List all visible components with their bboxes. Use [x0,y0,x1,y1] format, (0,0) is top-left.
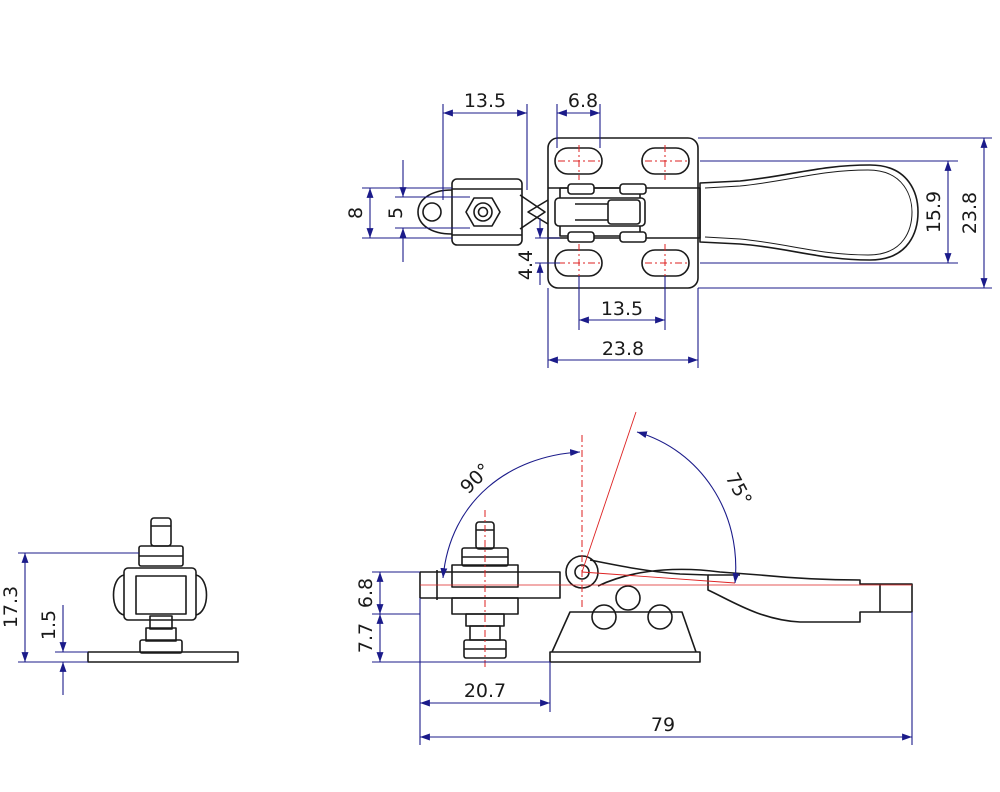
dim-23-8-right: 23.8 [959,192,981,234]
angle-75: 75° [721,469,756,509]
top-view: 13.5 6.8 8 5 4.4 15.9 23.8 [345,90,992,368]
side-view: 90° 75° 6.8 7.7 20.7 79 [355,411,913,745]
dim-17-3: 17.3 [0,586,22,628]
dim-15-9: 15.9 [923,191,945,233]
dim-20-7: 20.7 [464,680,506,702]
base-plate [547,137,699,289]
dim-13-5-top: 13.5 [464,90,506,112]
pivot-pins [554,183,647,243]
handle [699,164,919,261]
spindle-holder [451,178,523,246]
end-view: 17.3 1.5 [0,517,239,695]
dim-23-8-bottom: 23.8 [602,338,644,360]
dim-1-5: 1.5 [38,610,60,640]
dim-13-5-bottom: 13.5 [601,298,643,320]
end-base-plate [87,651,239,663]
side-base-plate [549,651,701,663]
angle-90: 90° [456,459,495,498]
dim-79: 79 [651,714,675,736]
side-base-block [551,611,697,653]
dim-6-8-side: 6.8 [355,578,377,608]
dim-5: 5 [385,207,407,219]
dim-7-7: 7.7 [355,623,377,653]
dim-4-4: 4.4 [515,250,537,280]
dim-8: 8 [345,207,367,219]
hex-nut [465,197,501,227]
end-body [123,567,197,621]
slot-centerlines [558,145,687,282]
end-spindle [150,517,172,547]
dim-6-8: 6.8 [568,90,598,112]
